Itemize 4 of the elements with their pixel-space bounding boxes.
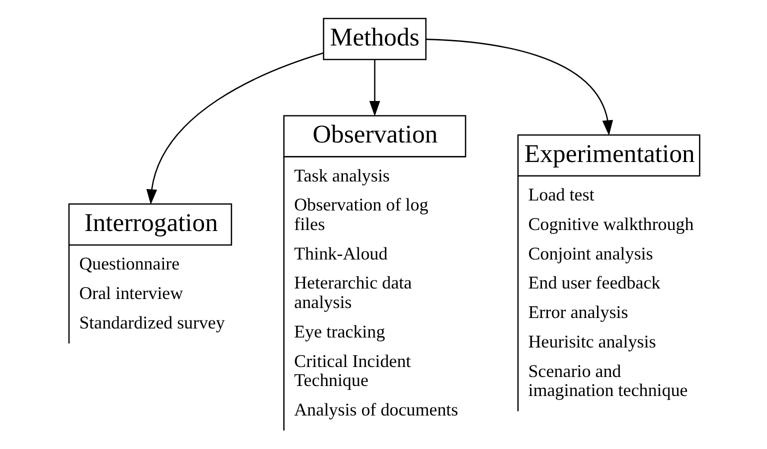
arrow (368, 60, 380, 116)
arrow (426, 38, 613, 136)
node-box: Methods (322, 18, 426, 60)
arrow (146, 52, 324, 205)
